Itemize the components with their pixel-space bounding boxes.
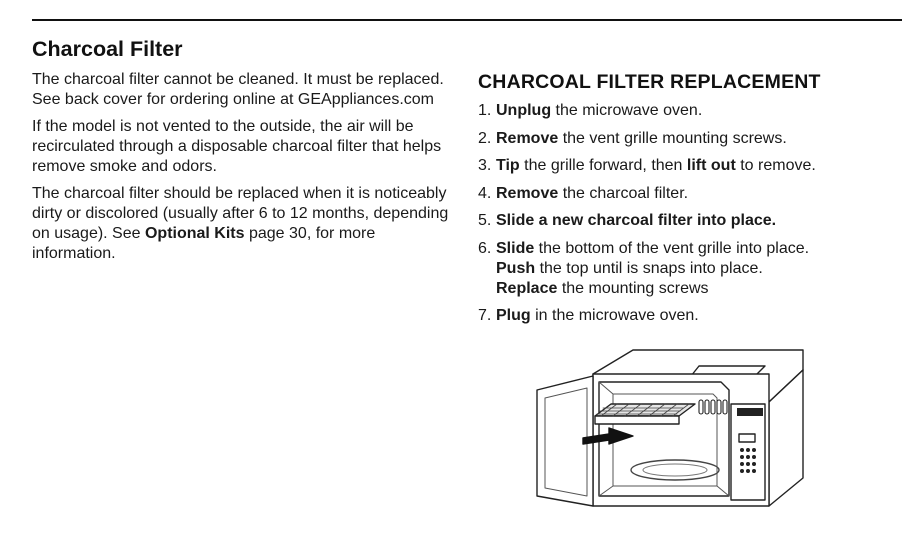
replacement-title: CHARCOAL FILTER REPLACEMENT	[478, 71, 821, 93]
replacement-steps: 1.Unplug the microwave oven. 2.Remove th…	[478, 101, 898, 334]
step-line: Replace the mounting screws	[478, 279, 898, 299]
paragraph-replacement-interval: The charcoal filter should be replaced w…	[32, 184, 457, 264]
step-text: the grille forward, then	[519, 157, 687, 174]
paragraph-text: The charcoal filter should be replaced w…	[32, 185, 449, 242]
step-text: the bottom of the vent grille into place…	[534, 239, 810, 257]
step-action: Slide a new charcoal filter into place.	[496, 212, 777, 229]
step-text: the mounting screws	[557, 279, 709, 297]
turntable	[630, 459, 720, 481]
step-text: the top until is snaps into place.	[535, 259, 763, 277]
step-item: 5.Slide a new charcoal filter into place…	[478, 211, 898, 231]
keypad-icon	[740, 448, 756, 473]
microwave-filter-replacement-illustration	[536, 349, 804, 507]
insert-arrow-icon	[582, 427, 634, 445]
step-item: 4.Remove the charcoal filter.	[478, 184, 898, 204]
step-text: to remove.	[735, 157, 816, 174]
step-item: 3.Tip the grille forward, then lift out …	[478, 156, 898, 176]
step-action: Remove	[496, 184, 559, 202]
step-item: 2.Remove the vent grille mounting screws…	[478, 129, 898, 149]
step-action: Unplug	[496, 102, 552, 119]
step-action: Tip	[496, 157, 520, 174]
step-item: 1.Unplug the microwave oven.	[478, 101, 898, 121]
step-line: Push the top until is snaps into place.	[478, 259, 898, 279]
step-action: lift out	[686, 157, 736, 174]
optional-kits-ref: Optional Kits	[144, 225, 245, 242]
charcoal-filter-icon	[594, 403, 696, 425]
step-action: Replace	[496, 279, 558, 297]
open-door	[536, 375, 594, 507]
step-number: 3.	[478, 157, 492, 174]
step-number: 7.	[478, 307, 492, 324]
vent-grille-icon	[698, 399, 728, 415]
step-text: the vent grille mounting screws.	[558, 129, 787, 147]
step-number: 6.	[478, 239, 492, 257]
step-number: 4.	[478, 184, 492, 202]
step-number: 2.	[478, 129, 492, 147]
step-text: in the microwave oven.	[530, 307, 699, 324]
section-title: Charcoal Filter	[32, 37, 183, 61]
paragraph-cleaning: The charcoal filter cannot be cleaned. I…	[32, 71, 444, 108]
step-item: 7.Plug in the microwave oven.	[478, 306, 898, 326]
display-icon	[738, 433, 756, 443]
step-item: 6.Slide the bottom of the vent grille in…	[478, 239, 898, 299]
step-text: the charcoal filter.	[558, 184, 689, 202]
paragraph-recirculation: If the model is not vented to the outsid…	[32, 118, 442, 175]
step-action: Slide	[496, 239, 535, 257]
paragraph-text: page 30, for more information.	[32, 225, 376, 262]
step-action: Push	[496, 259, 536, 277]
step-number: 1.	[478, 102, 492, 119]
step-number: 5.	[478, 212, 492, 229]
top-rule	[32, 19, 902, 21]
intro-text: The charcoal filter cannot be cleaned. I…	[32, 70, 457, 271]
step-action: Remove	[496, 129, 559, 147]
step-action: Plug	[496, 307, 531, 324]
step-text: the microwave oven.	[551, 102, 703, 119]
